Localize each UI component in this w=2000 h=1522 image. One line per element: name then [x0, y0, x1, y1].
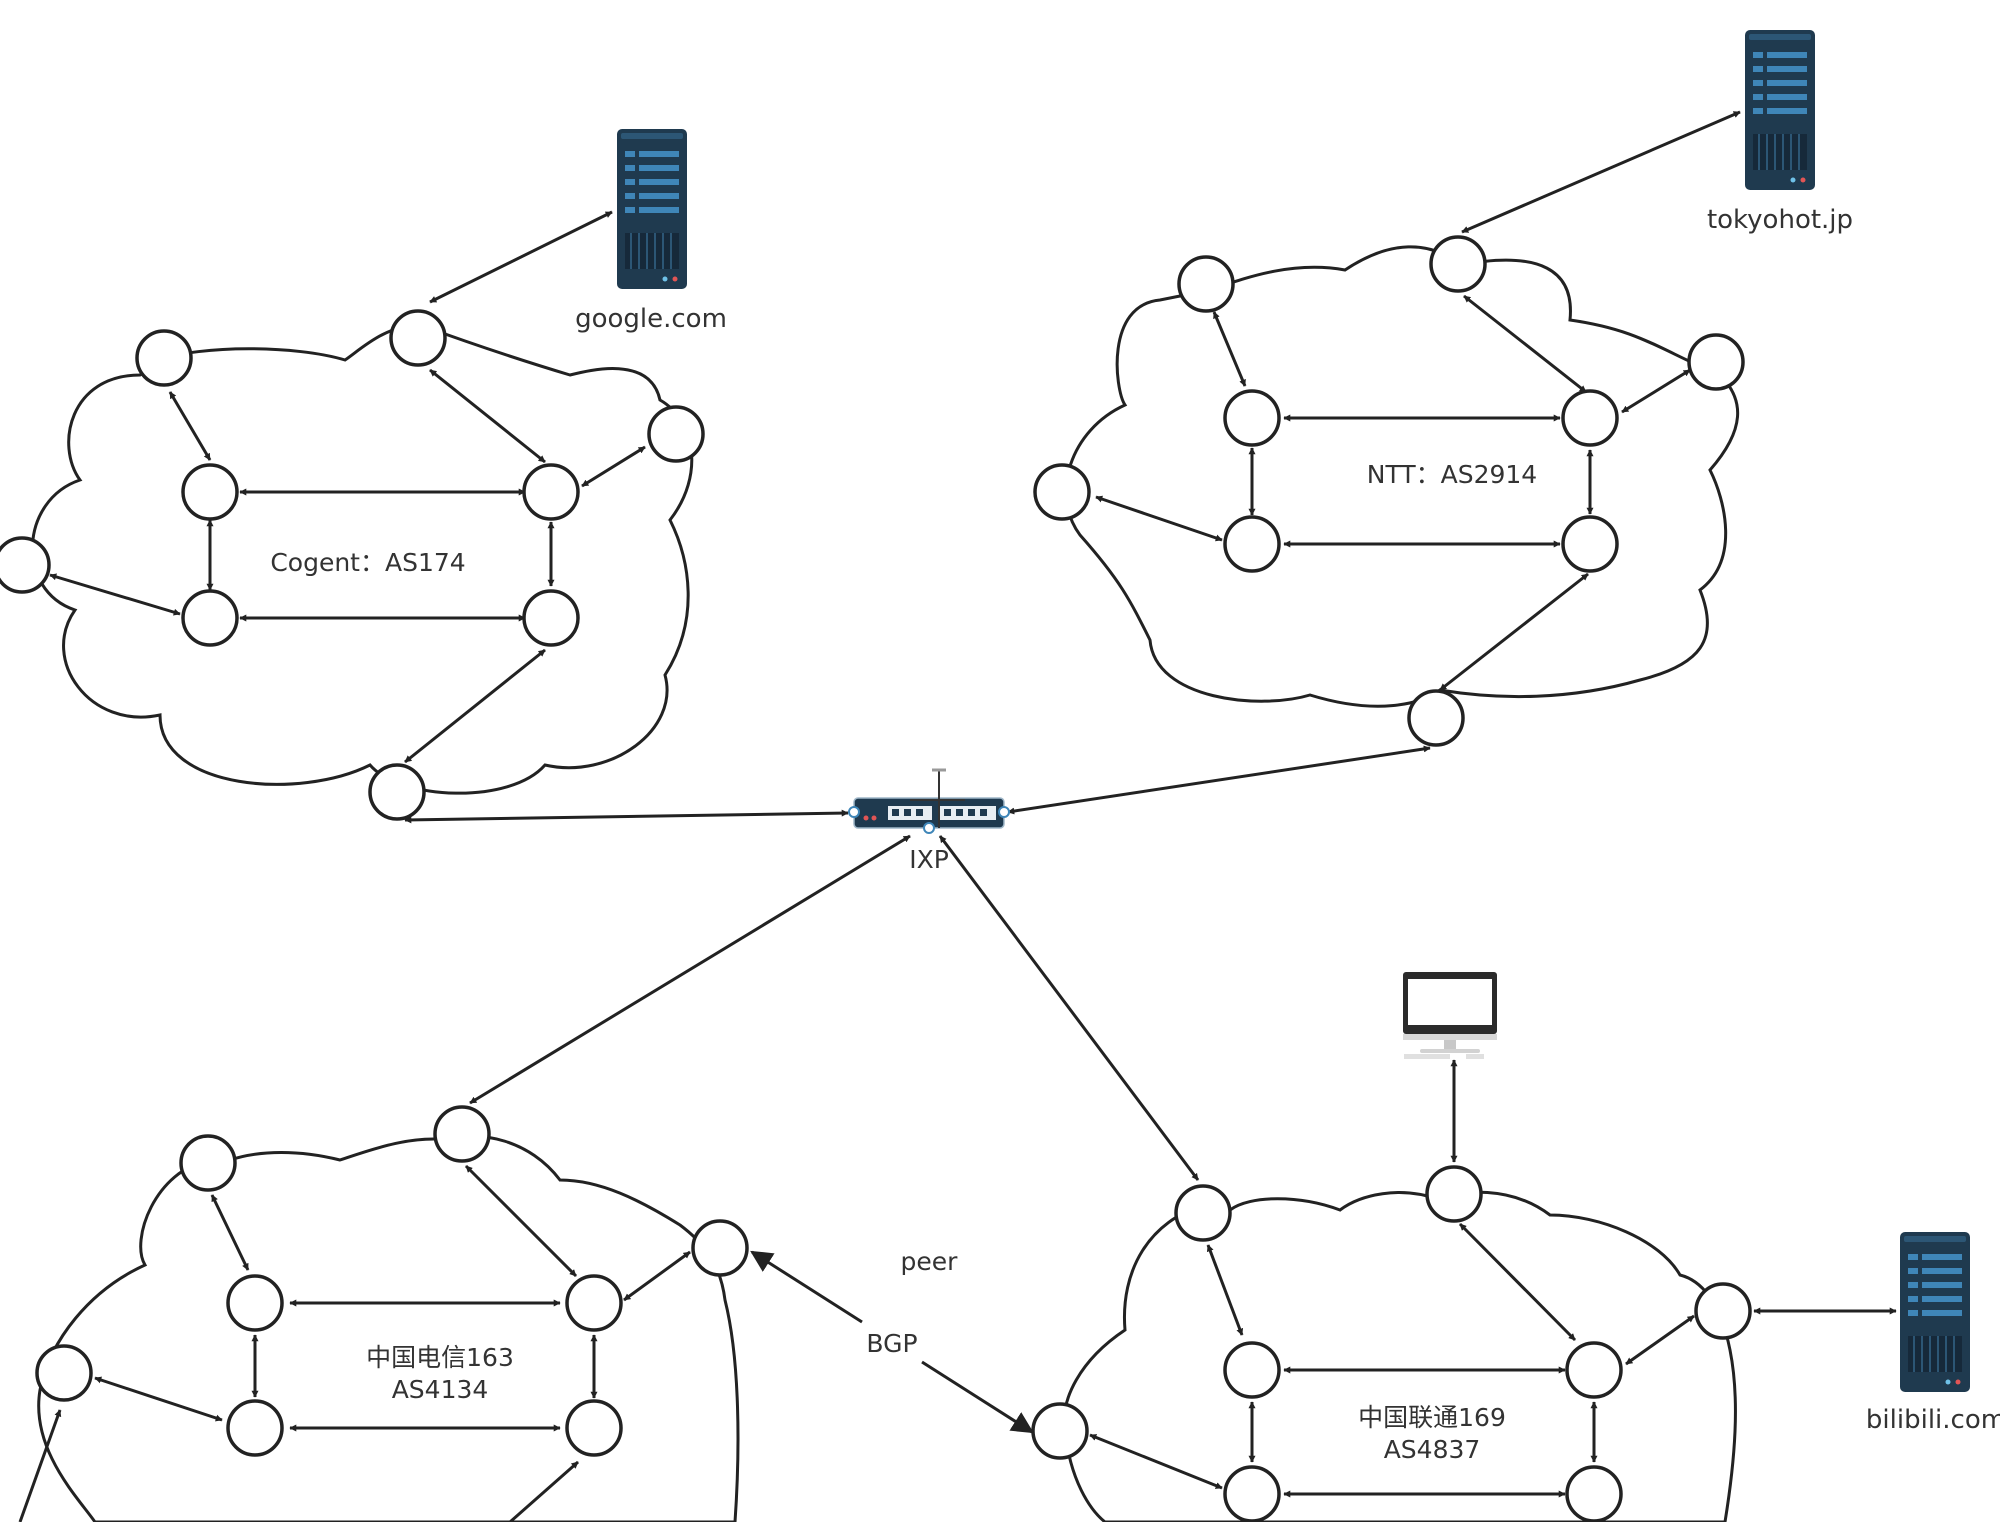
client-computer[interactable] [1403, 972, 1497, 1059]
cloud-telecom: 中国电信163 AS4134 [37, 1134, 740, 1522]
router-node[interactable] [179, 1134, 237, 1192]
cloud-label: Cogent：AS174 [270, 548, 465, 577]
link [1206, 1244, 1244, 1336]
link [509, 1460, 579, 1522]
router-node[interactable] [1223, 389, 1281, 447]
router-node[interactable] [1429, 235, 1487, 293]
monitor-icon [1403, 972, 1497, 1059]
cloud-label: NTT：AS2914 [1367, 460, 1537, 489]
router-node[interactable] [647, 405, 705, 463]
router-node[interactable] [226, 1274, 284, 1332]
router-node[interactable] [1687, 333, 1745, 391]
server-label: google.com [575, 304, 727, 334]
router-node[interactable] [181, 463, 239, 521]
router-node[interactable] [565, 1399, 623, 1457]
server-icon [1744, 29, 1816, 191]
router-node[interactable] [135, 329, 193, 387]
ixp-label: IXP [909, 845, 949, 874]
router-node[interactable] [1223, 1341, 1281, 1399]
cloud-ntt: NTT：AS2914 [1064, 245, 1740, 708]
router-node[interactable] [1565, 1465, 1623, 1522]
router-node[interactable] [522, 463, 580, 521]
link [404, 809, 849, 824]
server-label: bilibili.com [1866, 1405, 2000, 1435]
router-node[interactable] [1407, 689, 1465, 747]
router-node[interactable] [565, 1274, 623, 1332]
link [464, 1164, 578, 1278]
router-node[interactable] [368, 763, 426, 821]
router-node[interactable] [691, 1219, 749, 1277]
router-node[interactable] [1223, 515, 1281, 573]
link [1463, 294, 1587, 394]
link [1461, 110, 1741, 234]
link [168, 391, 212, 461]
link [1625, 1314, 1695, 1366]
router-node[interactable] [181, 589, 239, 647]
link [1212, 311, 1247, 387]
server-bilibili[interactable]: bilibili.com [1866, 1231, 2000, 1435]
router-node[interactable] [1694, 1282, 1752, 1340]
link [938, 835, 1200, 1181]
server-icon [616, 128, 688, 290]
peer-label: peer [901, 1247, 959, 1276]
ixp-switch[interactable]: IXP [848, 768, 1010, 874]
router-node[interactable] [1031, 1402, 1089, 1460]
link [210, 1194, 250, 1271]
peering-annotation: peer BGP [866, 1247, 958, 1358]
router-nodes [0, 235, 1752, 1522]
link [750, 1250, 863, 1324]
switch-icon [848, 768, 1010, 834]
router-node[interactable] [1561, 515, 1619, 573]
router-node[interactable] [226, 1399, 284, 1457]
link [1621, 368, 1691, 414]
router-node[interactable] [1561, 389, 1619, 447]
router-node[interactable] [1174, 1184, 1232, 1242]
link [581, 445, 646, 488]
router-node[interactable] [1177, 255, 1235, 313]
link [18, 1409, 62, 1522]
server-icon [1899, 1231, 1971, 1393]
cloud-shape [37, 1134, 740, 1522]
router-node[interactable] [522, 589, 580, 647]
router-node[interactable] [35, 1344, 93, 1402]
server-tokyohot[interactable]: tokyohot.jp [1707, 29, 1853, 235]
cloud-label-line2: AS4837 [1384, 1435, 1481, 1464]
link [429, 210, 613, 304]
server-google[interactable]: google.com [575, 128, 727, 334]
cloud-label-line2: AS4134 [392, 1375, 489, 1404]
router-node[interactable] [1223, 1465, 1281, 1522]
cloud-cogent: Cogent：AS174 [30, 323, 694, 795]
router-node[interactable] [0, 536, 51, 594]
link [1089, 1433, 1223, 1490]
link [49, 573, 181, 616]
cloud-label-line1: 中国联通169 [1358, 1403, 1506, 1432]
link [1095, 495, 1223, 542]
link [921, 1360, 1034, 1434]
cloud-label-line1: 中国电信163 [366, 1343, 514, 1372]
router-node[interactable] [1565, 1341, 1623, 1399]
router-node[interactable] [433, 1105, 491, 1163]
router-node[interactable] [1033, 463, 1091, 521]
link [94, 1376, 223, 1422]
bgp-label: BGP [866, 1329, 917, 1358]
link [1439, 572, 1589, 692]
router-node[interactable] [389, 309, 447, 367]
router-node[interactable] [1425, 1165, 1483, 1223]
link [1007, 745, 1431, 815]
link [469, 834, 911, 1105]
link [623, 1250, 691, 1302]
link [1458, 1222, 1577, 1342]
server-label: tokyohot.jp [1707, 205, 1853, 235]
link [429, 368, 546, 464]
link [404, 648, 546, 764]
links [18, 110, 1897, 1522]
